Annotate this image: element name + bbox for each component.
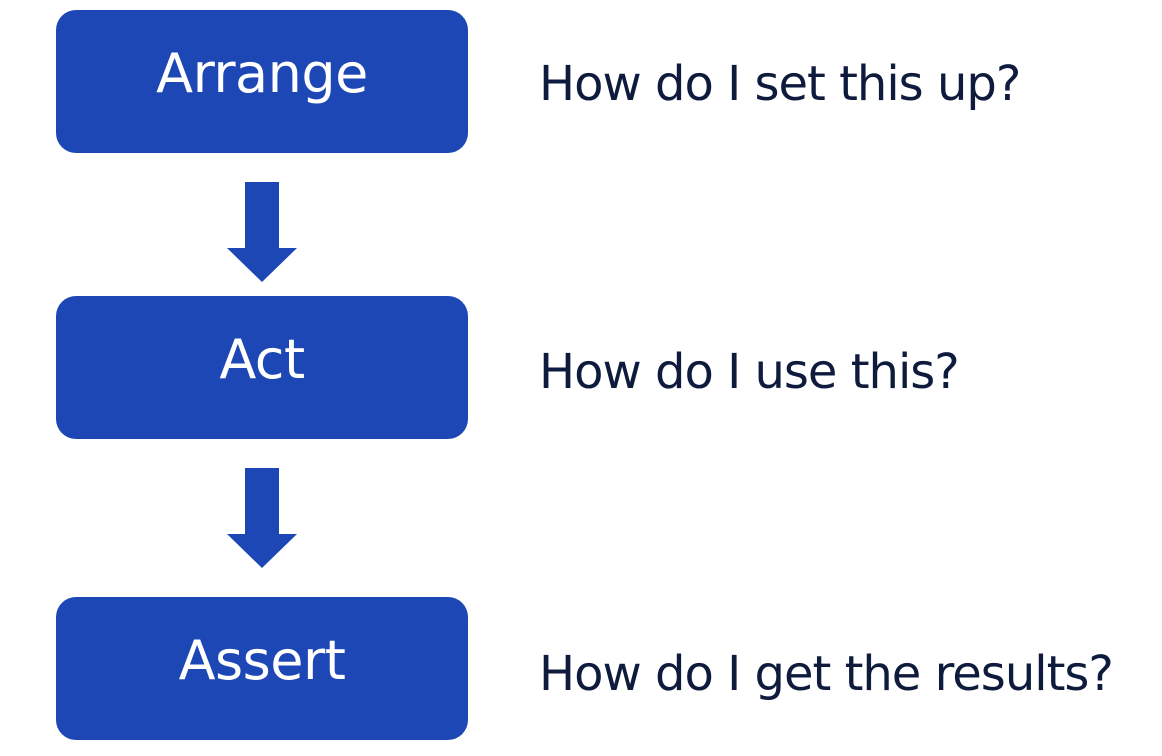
step-label-arrange: Arrange — [156, 41, 368, 105]
arrow-down-icon — [227, 182, 297, 282]
question-arrange: How do I set this up? — [539, 56, 1021, 112]
arrow-down-icon — [227, 468, 297, 568]
question-assert: How do I get the results? — [539, 646, 1114, 702]
step-label-act: Act — [219, 327, 305, 391]
question-act: How do I use this? — [539, 344, 960, 400]
step-label-assert: Assert — [178, 628, 346, 692]
step-box-arrange: Arrange — [56, 10, 468, 153]
step-box-act: Act — [56, 296, 468, 439]
step-box-assert: Assert — [56, 597, 468, 740]
